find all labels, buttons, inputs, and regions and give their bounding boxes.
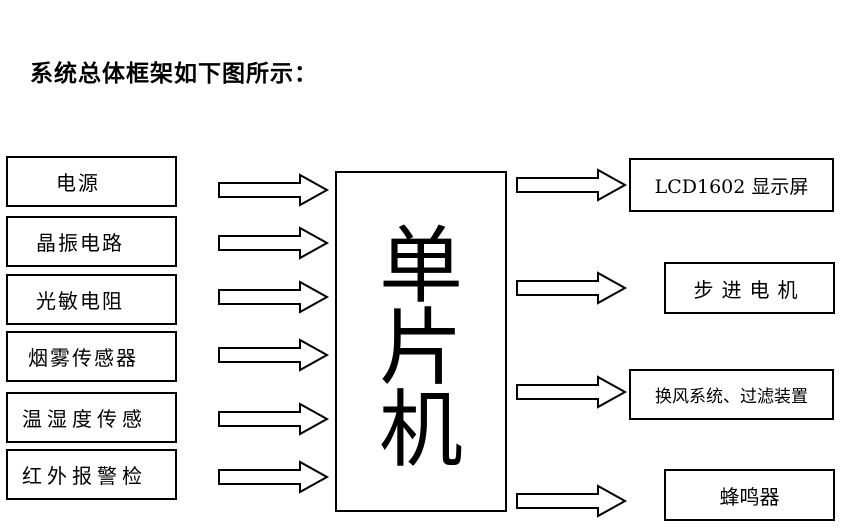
arrow-mcu-to-stepper [516, 271, 628, 305]
input-label: 红外报警检 [22, 464, 147, 488]
arrow-mcu-to-ventilation [516, 375, 628, 409]
arrow-smoke-to-mcu [218, 338, 330, 372]
output-box-ventilation: 换风系统、过滤装置 [629, 369, 834, 420]
mcu-label: 单片机 [378, 217, 463, 479]
output-box-buzzer: 蜂鸣器 [664, 469, 835, 521]
input-label: 光敏电阻 [36, 289, 124, 313]
arrow-power-to-mcu [218, 173, 330, 207]
arrow-crystal-to-mcu [218, 226, 330, 260]
input-label: 电源 [56, 171, 100, 195]
output-box-stepper-motor: 步进电机 [664, 262, 835, 314]
arrow-temp-humidity-to-mcu [218, 402, 330, 436]
output-label: 蜂鸣器 [719, 484, 780, 509]
input-box-infrared-alarm: 红外报警检 [6, 449, 177, 500]
input-label: 烟雾传感器 [28, 346, 138, 370]
output-box-lcd: LCD1602 显示屏 [629, 158, 834, 212]
output-label: 换风系统、过滤装置 [655, 387, 808, 407]
arrow-mcu-to-buzzer [516, 484, 628, 518]
input-box-smoke-sensor: 烟雾传感器 [6, 331, 177, 382]
arrow-infrared-to-mcu [218, 460, 330, 494]
arrow-photoresistor-to-mcu [218, 280, 330, 314]
input-box-temp-humidity: 温湿度传感 [6, 392, 177, 443]
arrow-mcu-to-lcd [516, 168, 628, 202]
input-box-photoresistor: 光敏电阻 [6, 274, 177, 325]
output-label: LCD1602 显示屏 [654, 175, 809, 198]
diagram-title: 系统总体框架如下图所示： [30, 60, 318, 87]
input-label: 晶振电路 [36, 231, 124, 255]
input-label: 温湿度传感 [22, 407, 147, 431]
input-box-power: 电源 [6, 156, 177, 207]
input-box-crystal: 晶振电路 [6, 216, 177, 267]
mcu-box: 单片机 [335, 171, 507, 512]
output-label: 步进电机 [693, 277, 806, 302]
